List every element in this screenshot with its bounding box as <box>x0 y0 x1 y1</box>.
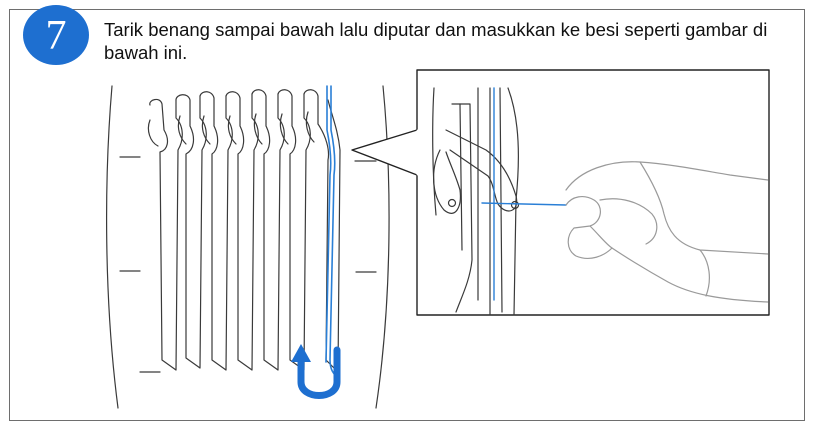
zoom-callout <box>351 69 770 316</box>
arrow-head <box>291 344 311 362</box>
step-number: 7 <box>45 13 67 59</box>
u-turn-arrow-icon <box>297 346 341 399</box>
zoomed-plates <box>432 87 520 316</box>
instruction-text: Tarik benang sampai bawah lalu diputar d… <box>104 19 768 63</box>
tension-plates <box>147 89 341 373</box>
instruction-panel <box>9 9 805 421</box>
step-badge-icon <box>22 4 90 66</box>
zoomed-thread <box>481 87 567 301</box>
hand-icon <box>565 161 769 303</box>
machine-housing <box>106 85 390 409</box>
